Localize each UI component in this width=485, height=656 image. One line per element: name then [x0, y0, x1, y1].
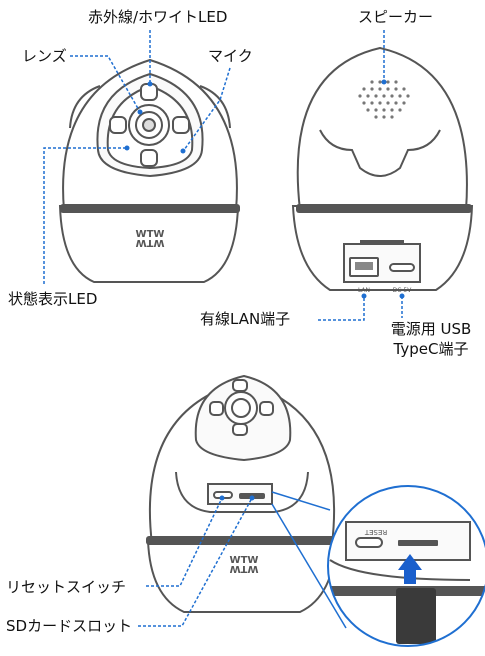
status-led-label: 状態表示LED	[8, 290, 98, 308]
reset-tag: RESET	[364, 528, 387, 536]
reset-switch-label: リセットスイッチ	[6, 578, 127, 596]
camera-back-view	[291, 46, 474, 291]
camera-tilted-view	[146, 374, 338, 613]
lens-label: レンズ	[22, 47, 67, 65]
status-led	[124, 145, 130, 151]
svg-text:WTW: WTW	[136, 229, 165, 240]
power-port-label-line2: TypeC端子	[393, 340, 469, 358]
lan-port-tag: LAN	[358, 287, 370, 294]
lens	[128, 104, 170, 146]
sd-card	[396, 588, 436, 644]
brand-logo-tilted: WTW WTW	[230, 555, 259, 574]
lan-port-label: 有線LAN端子	[200, 310, 291, 328]
leader-lines	[43, 30, 403, 627]
sd-slot-label: SDカードスロット	[6, 617, 133, 635]
mic-hole	[180, 148, 186, 154]
svg-text:WTW: WTW	[136, 237, 165, 248]
power-port-label-line1: 電源用 USB	[390, 320, 472, 338]
speaker-grille	[358, 80, 410, 119]
dc-port-tag: DC 5V	[393, 287, 413, 294]
zoom-detail: RESET	[271, 485, 485, 647]
ir-led-cluster	[109, 83, 190, 167]
svg-text:WTW: WTW	[230, 563, 259, 574]
usb-c-port	[389, 263, 415, 272]
ir-led-label: 赤外線/ホワイトLED	[88, 8, 228, 26]
insert-arrow-icon	[398, 554, 422, 584]
speaker-label: スピーカー	[358, 8, 434, 26]
mic-label: マイク	[208, 47, 253, 65]
svg-text:WTW: WTW	[230, 555, 259, 566]
brand-logo-front: WTW WTW	[136, 229, 165, 248]
tilted-lens	[209, 379, 274, 436]
